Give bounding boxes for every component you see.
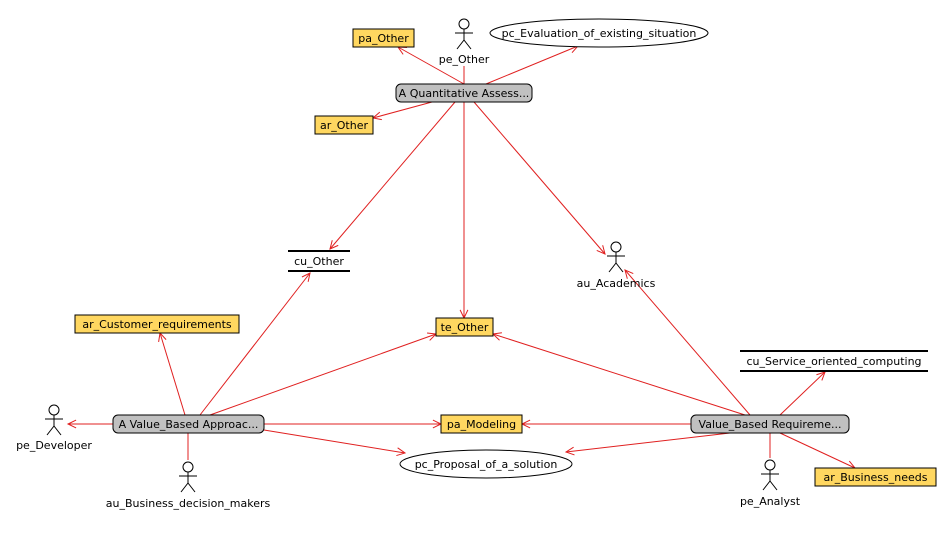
edge-quant-to-cu_other bbox=[329, 101, 456, 250]
actor-icon bbox=[607, 241, 625, 273]
edge-value_approach-to-pa_modeling bbox=[264, 419, 443, 429]
node-label: Value_Based Requireme... bbox=[699, 418, 842, 431]
node-label: au_Business_decision_makers bbox=[106, 497, 271, 510]
edges-layer bbox=[66, 44, 857, 469]
node-label: pa_Modeling bbox=[447, 418, 516, 431]
node-value-based-requirements[interactable]: Value_Based Requireme... bbox=[690, 414, 850, 434]
node-pa-modeling[interactable]: pa_Modeling bbox=[440, 414, 523, 434]
node-label: A Value_Based Approac... bbox=[119, 418, 259, 431]
edge-quant-to-te_other bbox=[459, 102, 469, 320]
edge-value_approach-to-pe_developer bbox=[66, 419, 113, 429]
node-ar-other[interactable]: ar_Other bbox=[314, 115, 374, 135]
node-label: A Quantitative Assess... bbox=[399, 87, 530, 100]
node-label: au_Academics bbox=[577, 277, 656, 290]
node-label: pe_Analyst bbox=[740, 495, 801, 508]
edge-value_approach-to-ar_custreq bbox=[158, 331, 186, 416]
node-label: pe_Developer bbox=[16, 439, 92, 452]
edge-value_req-to-au_academics bbox=[624, 269, 751, 416]
actor-icon bbox=[761, 459, 779, 491]
node-pe-analyst[interactable]: pe_Analyst bbox=[740, 459, 801, 508]
edge-value_req-to-pc_proposal bbox=[564, 432, 731, 456]
edge-quant-to-pc_eval bbox=[485, 44, 580, 85]
edge-value_req-to-te_other bbox=[491, 332, 746, 416]
node-ar-business-needs[interactable]: ar_Business_needs bbox=[814, 467, 937, 487]
node-au-business-decision-makers[interactable]: au_Business_decision_makers bbox=[106, 461, 271, 510]
node-label: ar_Other bbox=[320, 119, 368, 132]
arrowhead bbox=[564, 446, 575, 456]
node-cu-service-oriented-computing[interactable]: cu_Service_oriented_computing bbox=[740, 350, 928, 372]
node-label: pc_Evaluation_of_existing_situation bbox=[502, 27, 697, 40]
node-pe-developer[interactable]: pe_Developer bbox=[16, 404, 92, 452]
edge-value_approach-to-pc_proposal bbox=[263, 429, 407, 457]
node-value-based-approach[interactable]: A Value_Based Approac... bbox=[112, 414, 265, 434]
node-pa-other[interactable]: pa_Other bbox=[352, 28, 415, 48]
arrowhead bbox=[329, 240, 339, 250]
node-label: ar_Business_needs bbox=[824, 471, 928, 484]
actor-icon bbox=[455, 18, 473, 50]
edge-value_req-to-pa_modeling bbox=[520, 419, 691, 429]
node-label: cu_Other bbox=[294, 255, 344, 268]
arrowhead bbox=[396, 46, 408, 55]
edge-quant-to-au_academics bbox=[473, 101, 606, 255]
edge-value_approach-to-te_other bbox=[209, 332, 438, 416]
edge-value_req-to-cu_soc bbox=[779, 371, 826, 416]
node-label: pa_Other bbox=[358, 32, 409, 45]
node-te-other[interactable]: te_Other bbox=[435, 317, 494, 337]
node-cu-other[interactable]: cu_Other bbox=[288, 250, 350, 272]
edge-quant-to-ar_other bbox=[371, 101, 433, 121]
node-au-academics[interactable]: au_Academics bbox=[577, 241, 656, 290]
arrowhead bbox=[301, 272, 311, 282]
arrowhead bbox=[66, 419, 77, 429]
node-label: ar_Customer_requirements bbox=[82, 318, 232, 331]
node-pc-proposal[interactable]: pc_Proposal_of_a_solution bbox=[399, 449, 573, 479]
node-quantitative-assessment[interactable]: A Quantitative Assess... bbox=[395, 83, 533, 103]
actor-icon bbox=[179, 461, 197, 493]
node-pe-other[interactable]: pe_Other bbox=[439, 18, 490, 66]
node-label: te_Other bbox=[441, 321, 489, 334]
edge-value_req-to-ar_busneeds bbox=[779, 432, 857, 469]
node-pc-evaluation[interactable]: pc_Evaluation_of_existing_situation bbox=[489, 18, 709, 48]
node-label: pc_Proposal_of_a_solution bbox=[415, 458, 558, 471]
arrowhead bbox=[624, 269, 634, 279]
actor-icon bbox=[45, 404, 63, 436]
arrowhead bbox=[596, 245, 606, 255]
node-label: pe_Other bbox=[439, 53, 490, 66]
node-label: cu_Service_oriented_computing bbox=[746, 355, 921, 368]
edge-value_approach-to-cu_other bbox=[199, 272, 311, 416]
node-ar-customer-requirements[interactable]: ar_Customer_requirements bbox=[74, 314, 240, 334]
arrowhead bbox=[396, 447, 407, 457]
